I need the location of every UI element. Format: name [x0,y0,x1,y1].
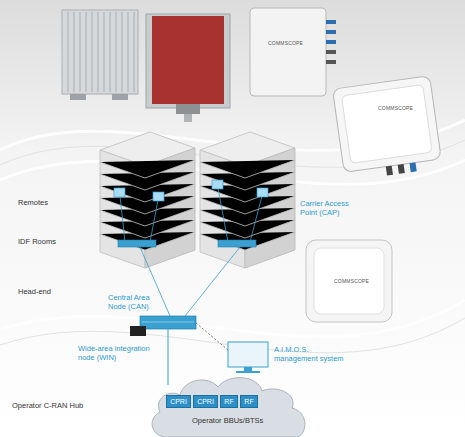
square-access-point [306,240,392,322]
callout-label: IDF Rooms [18,238,78,247]
callout-label: Operator C-RAN Hub [12,402,122,411]
tilted-remote-unit [332,76,442,182]
node-text: Operator BBUs/BTSs [192,416,263,425]
port-box: RF [220,395,238,408]
port-box: RF [240,395,258,408]
callout-label: Head-end [18,288,78,297]
management-link [196,323,228,350]
building-left [100,132,195,268]
callout-label: Carrier Access Point (CAP) [300,200,362,217]
port-label: RF [224,398,234,405]
brand-logo: COMMSCOPE [334,279,369,285]
port-label: CPRI [170,398,187,405]
callout-label: Wide-area integration node (WIN) [78,345,158,362]
brand-logo: COMMSCOPE [378,106,413,112]
win-link [168,329,169,385]
red-remote-unit [146,14,230,122]
operator-cloud: Operator BBUs/BTSs CPRI CPRI RF RF [148,372,308,437]
idf-racks [118,240,256,247]
callout-label: Remotes [18,199,78,208]
callout-label: Central Area Node (CAN) [108,294,158,311]
building-right [200,132,295,268]
management-monitor [228,342,268,373]
grey-remote-unit [62,10,138,100]
brand-logo: COMMSCOPE [268,41,303,47]
callout-label: A.I.M.O.S. management system [274,346,350,363]
port-label: RF [244,398,254,405]
cap-devices [114,180,268,201]
port-box: CPRI [166,395,191,408]
white-remote-unit [250,8,336,96]
can-rack [130,316,196,336]
swirl-lines [0,140,465,353]
port-box: CPRI [193,395,218,408]
port-label: CPRI [197,398,214,405]
